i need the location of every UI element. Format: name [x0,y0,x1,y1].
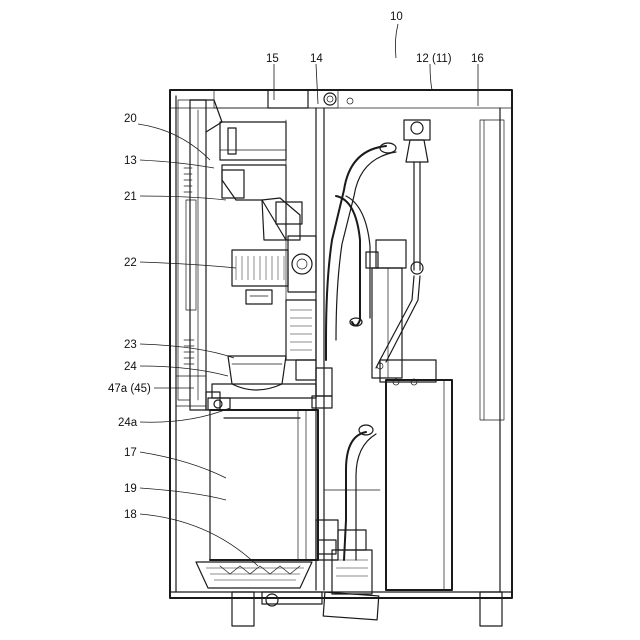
label-22: 22 [124,257,137,269]
label-24: 24 [124,361,137,373]
top-lid [214,90,353,108]
label-12-11: 12 (11) [416,53,452,65]
label-24a: 24a [118,417,138,429]
reference-labels: 10 12 (11) 15 14 16 20 13 21 22 23 24 47… [108,11,484,521]
label-21: 21 [124,191,137,203]
label-10: 10 [390,11,403,23]
label-18: 18 [124,509,137,521]
label-47a-45: 47a (45) [108,383,151,395]
label-14: 14 [310,53,323,65]
label-19: 19 [124,483,137,495]
label-15: 15 [266,53,279,65]
right-compartment [316,120,452,594]
extraction-chamber [208,356,332,410]
grinder-assembly [220,122,316,380]
outer-housing [170,90,512,598]
front-panel [176,100,222,410]
label-20: 20 [124,113,137,125]
label-16: 16 [471,53,484,65]
label-23: 23 [124,339,137,351]
label-17: 17 [124,447,137,459]
label-13: 13 [124,155,137,167]
